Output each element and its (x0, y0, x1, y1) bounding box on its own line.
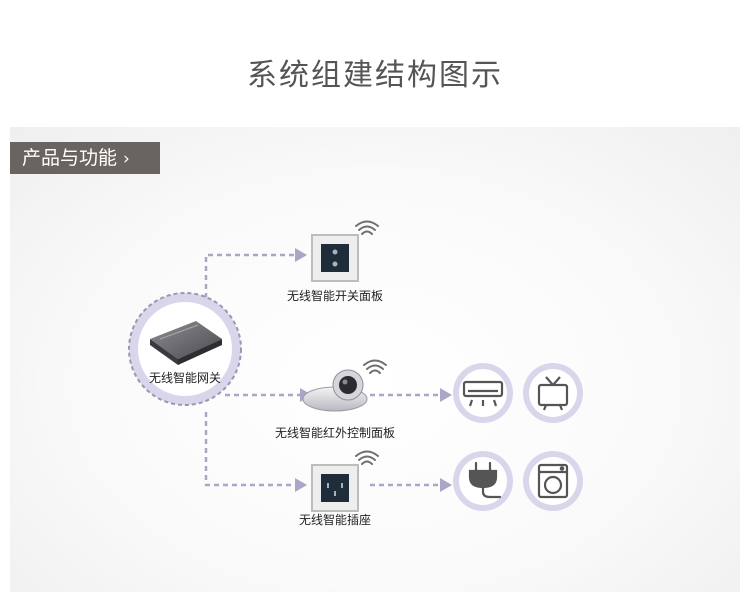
gateway-device-icon (150, 321, 222, 365)
section-tag: 产品与功能› (10, 142, 160, 174)
section-tag-label: 产品与功能 (22, 147, 118, 169)
wifi-signal-icon (355, 220, 379, 235)
page-title: 系统组建结构图示 (247, 58, 503, 93)
connector-gateway-to-socket (204, 412, 295, 487)
arrow-to-socket-appliances (440, 478, 452, 492)
gateway-node: 无线智能网关 (128, 292, 242, 406)
chevron-right-icon: › (123, 149, 130, 169)
socket-node: 无线智能插座 (299, 450, 379, 527)
arrow-to-socket (295, 478, 307, 492)
socket-label: 无线智能插座 (299, 512, 371, 527)
gateway-label: 无线智能网关 (149, 370, 221, 385)
television-icon (537, 376, 569, 411)
switch-panel-icon (321, 244, 349, 272)
air-conditioner-icon (462, 380, 504, 407)
appliance-television (523, 363, 583, 423)
appliance-washing-machine (523, 451, 583, 511)
connector-lines (204, 253, 440, 487)
structure-diagram: 无线智能网关 无线智能开关面板 (128, 220, 583, 527)
wifi-signal-icon (363, 359, 387, 374)
diagram-panel: 产品与功能› (10, 127, 740, 592)
switch-panel-node: 无线智能开关面板 (287, 220, 383, 303)
switch-panel-label: 无线智能开关面板 (287, 288, 383, 303)
appliance-air-conditioner (453, 363, 513, 423)
arrow-to-ir-appliances (440, 388, 452, 402)
ir-panel-label: 无线智能红外控制面板 (275, 425, 395, 440)
connector-gateway-to-switch (204, 253, 295, 325)
ir-panel-node: 无线智能红外控制面板 (275, 359, 395, 440)
power-plug-icon (468, 461, 502, 499)
arrow-to-switch (295, 248, 307, 262)
washing-machine-icon (537, 463, 569, 499)
wifi-signal-icon (355, 450, 379, 465)
appliance-power-plug (453, 451, 513, 511)
wall-socket-icon (321, 474, 349, 502)
ir-controller-icon (302, 369, 368, 412)
